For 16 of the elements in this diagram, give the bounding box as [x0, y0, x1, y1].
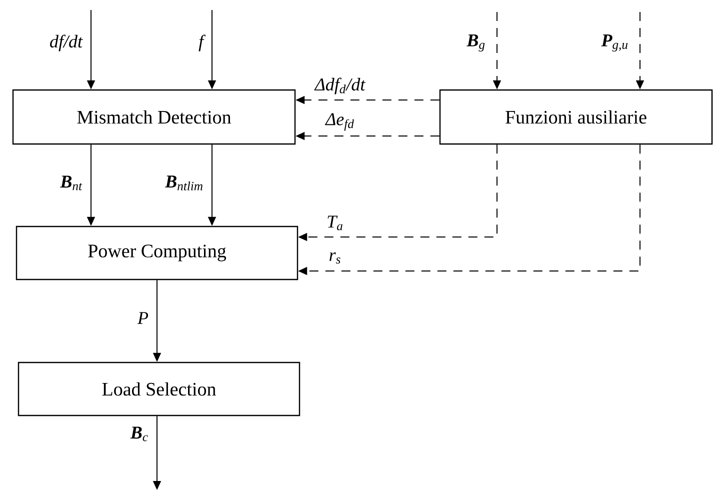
edge-label: B$_{ntlim}$	[164, 174, 204, 192]
edge-label: P$_{g,u}$	[600, 33, 630, 53]
edge-label: df/dt	[48, 34, 84, 52]
edge-label: B$_{g}$	[466, 33, 486, 53]
edge-label: B$_{c}$	[129, 426, 150, 442]
edge-label: P	[136, 311, 150, 325]
process-box: Power Computing	[16, 226, 298, 280]
process-box: Load Selection	[18, 362, 300, 416]
process-box: Funzioni ausiliarie	[439, 89, 713, 145]
edge-label: Δdf$_{d}$/dt	[314, 76, 366, 96]
edge-label: f	[198, 34, 206, 52]
edge-label: B$_{nt}$	[59, 174, 84, 192]
edge-label: Δe$_{fd}$	[324, 112, 356, 132]
edge-label: T$_{a}$	[326, 214, 344, 232]
edge-label: r$_{s}$	[328, 251, 342, 265]
process-box: Mismatch Detection	[12, 89, 296, 145]
